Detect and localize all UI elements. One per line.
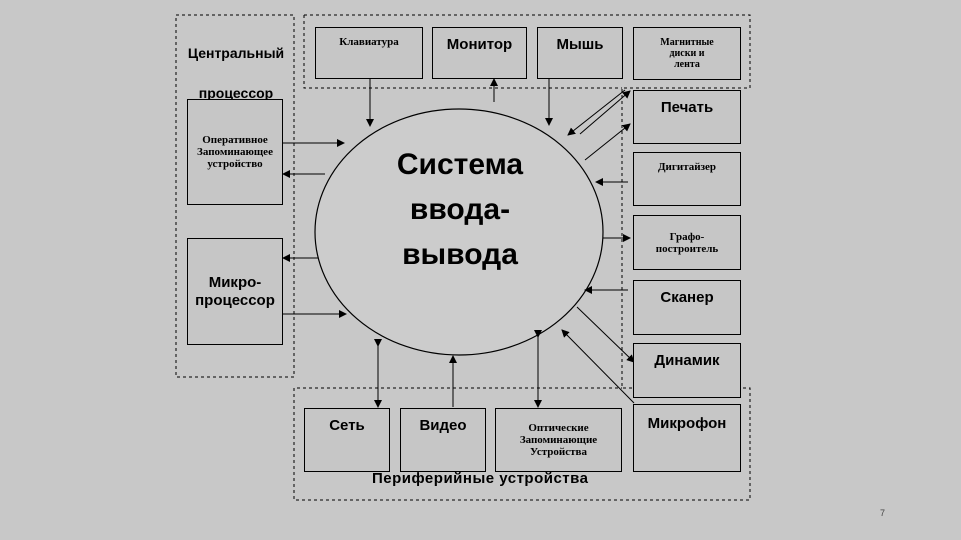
monitor-label: Монитор: [446, 36, 513, 53]
micro-line-2: процессор: [195, 291, 275, 309]
video-box: Видео: [400, 408, 486, 472]
mouse-label: Мышь: [556, 36, 604, 53]
optical-box: Оптические Запоминающие Устройства: [495, 408, 622, 472]
arrow-print: [584, 123, 631, 161]
ram-line-1: Оперативное: [202, 134, 268, 146]
disks-line-2: диски и: [669, 48, 705, 59]
microphone-label: Микрофон: [647, 415, 727, 432]
video-label: Видео: [419, 417, 467, 434]
io-system-ellipse: [314, 108, 604, 356]
micro-line-1: Микро-: [208, 273, 262, 291]
plotter-line-2: построитель: [655, 242, 719, 255]
network-label: Сеть: [329, 417, 365, 434]
arrow-disks-in: [567, 89, 626, 136]
keyboard-box: Клавиатура: [315, 27, 423, 79]
center-line-3: вывода: [402, 238, 518, 271]
optical-line-1: Оптические: [528, 422, 589, 434]
print-label: Печать: [660, 99, 714, 116]
disks-line-3: лента: [674, 59, 700, 70]
peripheral-devices-label: Периферийные устройства: [372, 470, 589, 487]
keyboard-label: Клавиатура: [339, 36, 399, 48]
arrow-microphone: [561, 329, 635, 404]
digitizer-label: Дигитайзер: [657, 161, 717, 173]
ram-line-2: Запоминающее: [197, 146, 273, 158]
digitizer-box: Дигитайзер: [633, 152, 741, 206]
optical-line-2: Запоминающие: [519, 434, 598, 446]
center-line-2: ввода-: [409, 193, 511, 226]
scanner-box: Сканер: [633, 280, 741, 335]
scanner-label: Сканер: [660, 289, 714, 306]
speaker-box: Динамик: [633, 343, 741, 398]
cpu-title-line-2: процессор: [198, 85, 274, 101]
disks-line-1: Магнитные: [660, 37, 714, 48]
print-box: Печать: [633, 90, 741, 144]
disks-box: Магнитные диски и лента: [633, 27, 741, 80]
mouse-box: Мышь: [537, 27, 623, 79]
plotter-box: Графо- построитель: [633, 215, 741, 270]
monitor-box: Монитор: [432, 27, 527, 79]
cpu-group-title: Центральный процессор: [174, 33, 298, 113]
speaker-label: Динамик: [654, 352, 720, 369]
ram-line-3: устройство: [207, 158, 263, 170]
microprocessor-box: Микро- процессор: [187, 238, 283, 345]
page-number: 7: [880, 508, 886, 518]
cpu-title-line-1: Центральный: [187, 45, 285, 61]
io-system-title: Система ввода- вывода: [345, 142, 575, 277]
arrow-speaker: [576, 306, 635, 363]
network-box: Сеть: [304, 408, 390, 472]
plotter-line-1: Графо-: [669, 230, 705, 243]
microphone-box: Микрофон: [633, 404, 741, 472]
optical-line-3: Устройства: [530, 446, 587, 458]
center-line-1: Система: [396, 148, 524, 181]
arrow-disks-out: [579, 90, 631, 135]
ram-box: Оперативное Запоминающее устройство: [187, 99, 283, 205]
